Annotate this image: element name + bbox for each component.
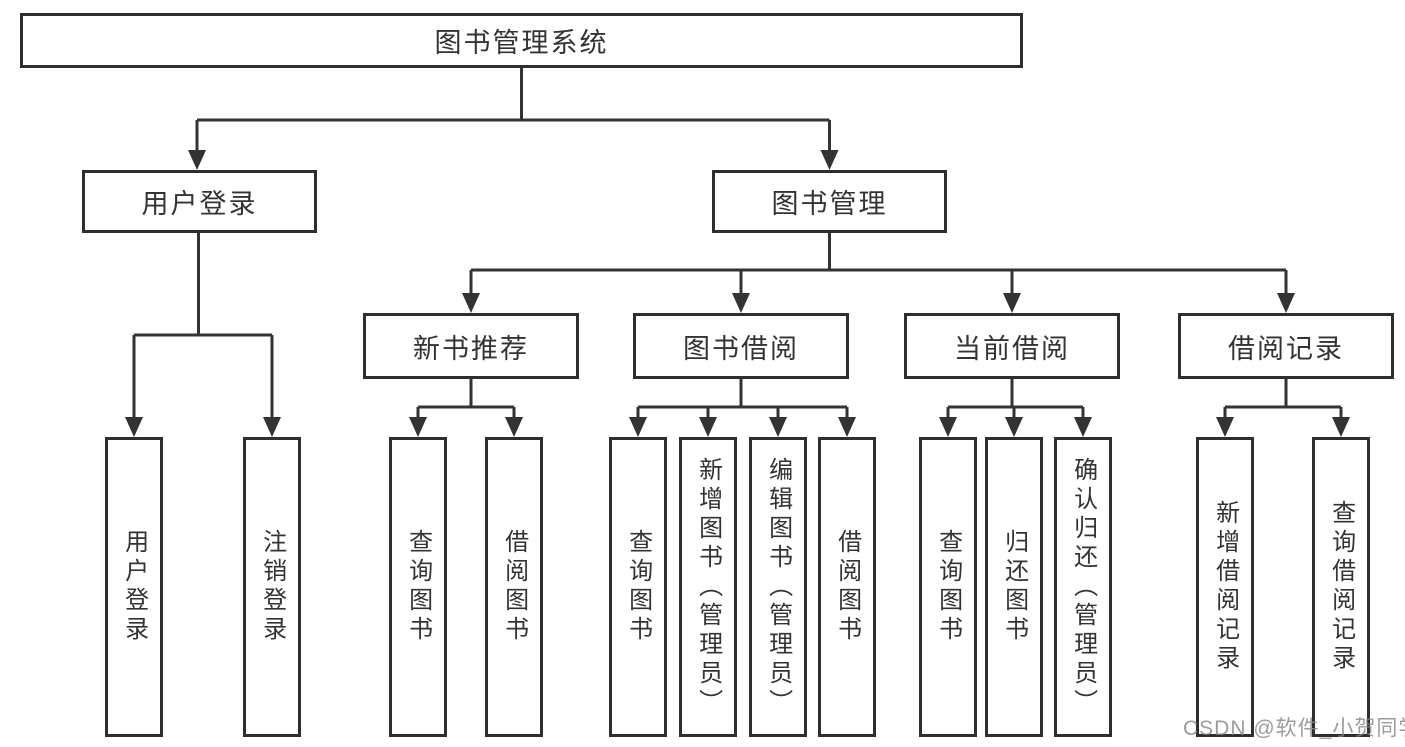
connector-book-borrow-to-leaves	[629, 379, 856, 437]
leaf-query-books-current: 查询图书	[919, 437, 977, 737]
connector-book-management-to-level3	[462, 233, 1295, 313]
leaf-borrow-books: 借阅图书	[818, 437, 876, 737]
connector-root-to-level2	[188, 68, 839, 170]
node-current-borrow: 当前借阅	[904, 313, 1120, 379]
connector-new-book-recommend-to-leaves	[409, 379, 523, 437]
leaf-logout: 注销登录	[243, 437, 301, 737]
leaf-borrow-books-recommend: 借阅图书	[485, 437, 543, 737]
node-book-management: 图书管理	[712, 170, 947, 233]
leaf-return-book: 归还图书	[985, 437, 1043, 737]
leaf-user-login: 用户登录	[105, 437, 163, 737]
node-new-book-recommend: 新书推荐	[363, 313, 579, 379]
leaf-add-borrow-record: 新增借阅记录	[1196, 437, 1254, 737]
node-borrow-records: 借阅记录	[1178, 313, 1394, 379]
connector-borrow-records-to-leaves	[1216, 379, 1350, 437]
node-book-borrow: 图书借阅	[633, 313, 849, 379]
leaf-confirm-return-admin: 确认归还（管理员）	[1054, 437, 1112, 737]
node-user-login: 用户登录	[82, 170, 317, 233]
leaf-query-books-borrow: 查询图书	[609, 437, 667, 737]
watermark: CSDN @软件_小贺同学	[1183, 717, 1405, 740]
leaf-query-borrow-record: 查询借阅记录	[1312, 437, 1370, 737]
leaf-query-books-recommend: 查询图书	[389, 437, 447, 737]
connector-current-borrow-to-leaves	[939, 379, 1092, 437]
leaf-edit-book-admin: 编辑图书（管理员）	[749, 437, 807, 737]
node-library-management-system: 图书管理系统	[20, 13, 1023, 68]
connector-user-login-to-leaves	[125, 233, 281, 437]
leaf-add-book-admin: 新增图书（管理员）	[679, 437, 737, 737]
